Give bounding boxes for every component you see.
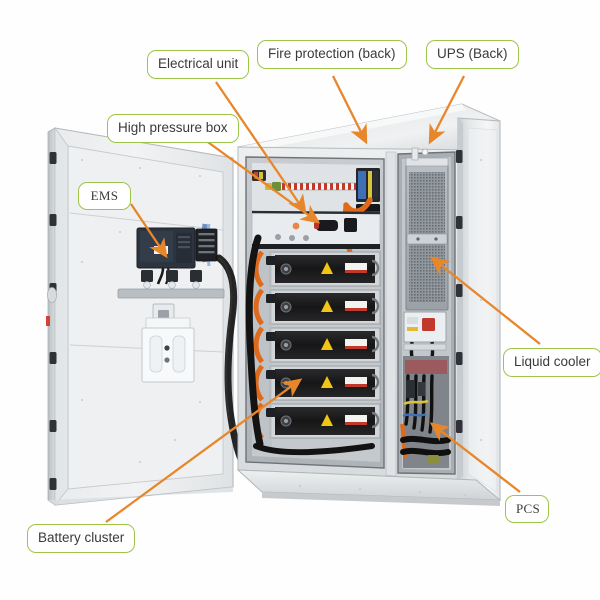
callout-ems[interactable]: EMS (78, 182, 131, 210)
din-rail-breakers (117, 270, 225, 299)
callout-high-pressure-box[interactable]: High pressure box (107, 114, 239, 143)
cooler-pcs-bay (397, 147, 456, 475)
right-door (456, 117, 501, 501)
callout-liquid-cooler[interactable]: Liquid cooler (503, 348, 600, 377)
callout-battery-cluster[interactable]: Battery cluster (27, 524, 136, 553)
battery-bay (245, 156, 385, 469)
battery-modules (269, 251, 381, 439)
left-door (46, 126, 250, 506)
callout-electrical-unit[interactable]: Electrical unit (147, 50, 250, 79)
callout-fire-protection[interactable]: Fire protection (back) (257, 40, 407, 69)
high-pressure-box-photo (251, 210, 381, 249)
document-holder (141, 317, 195, 383)
callout-ups[interactable]: UPS (Back) (426, 40, 519, 69)
callout-pcs[interactable]: PCS (505, 495, 549, 523)
pcs-photo (400, 356, 451, 468)
liquid-cooler-photo (405, 147, 449, 311)
